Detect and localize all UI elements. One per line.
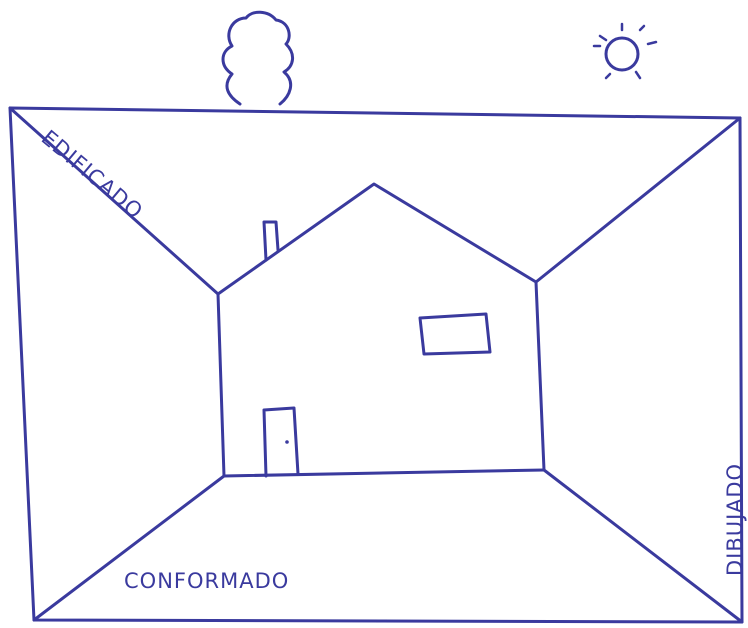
label-edificado: EDIFICADO (37, 125, 148, 224)
door-knob (285, 440, 289, 444)
diagonal-bottom-left (34, 476, 224, 620)
diagonal-bottom-right (544, 470, 742, 622)
diagonal-top-right (536, 118, 740, 282)
inner-wall-left (218, 294, 224, 476)
sun-icon (594, 24, 656, 78)
inner-wall-right (536, 282, 544, 470)
label-dibujado: DIBUJADO (723, 463, 747, 576)
house-window (420, 314, 490, 354)
label-conformado: CONFORMADO (124, 569, 289, 593)
inner-wall-bottom (224, 470, 544, 476)
house-door (264, 408, 298, 476)
tree-icon (223, 12, 293, 104)
